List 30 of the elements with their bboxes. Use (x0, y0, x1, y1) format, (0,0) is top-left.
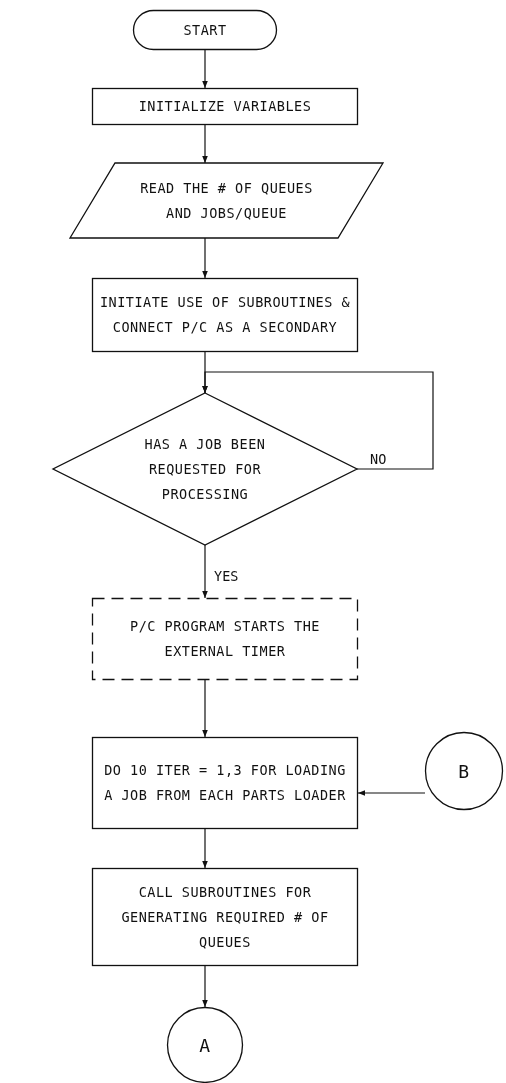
step-text: P/C PROGRAM STARTS THE EXTERNAL TIMER (129, 617, 321, 661)
connector-letter: B (458, 759, 470, 784)
process-box (92, 278, 358, 352)
arrow (202, 828, 208, 869)
arrow (202, 49, 208, 89)
process-box (92, 737, 358, 829)
edge-label: NO (368, 451, 389, 467)
step-text: INITIALIZE VARIABLES (138, 97, 312, 116)
connector-letter: A (199, 1033, 211, 1058)
step-text: DO 10 ITER = 1,3 FOR LOADING A JOB FROM EACH PARTS LOADER (103, 761, 347, 805)
step-text: START (183, 20, 227, 40)
arrow (202, 679, 208, 738)
step-text: CALL SUBROUTINES FOR GENERATING REQUIRED # OF QUEUES (120, 882, 330, 952)
arrow (357, 790, 426, 796)
process-box (92, 598, 358, 680)
edge-label: YES (212, 568, 241, 584)
step-text: READ THE # OF QUEUES AND JOBS/QUEUE (139, 178, 314, 223)
arrow (202, 124, 208, 164)
arrow (202, 544, 208, 599)
input-parallelogram (70, 163, 383, 238)
step-text: INITIATE USE OF SUBROUTINES & CONNECT P/C AS A SECONDARY (98, 293, 352, 337)
terminal-shape (133, 10, 277, 50)
process-box (92, 868, 358, 966)
arrow (202, 237, 208, 279)
arrow (202, 371, 434, 470)
decision-diamond (53, 393, 357, 545)
arrow (202, 965, 208, 1008)
connector-circle (425, 732, 503, 810)
step-text: HAS A JOB BEEN REQUESTED FOR PROCESSING (143, 434, 267, 504)
process-box (92, 88, 358, 125)
